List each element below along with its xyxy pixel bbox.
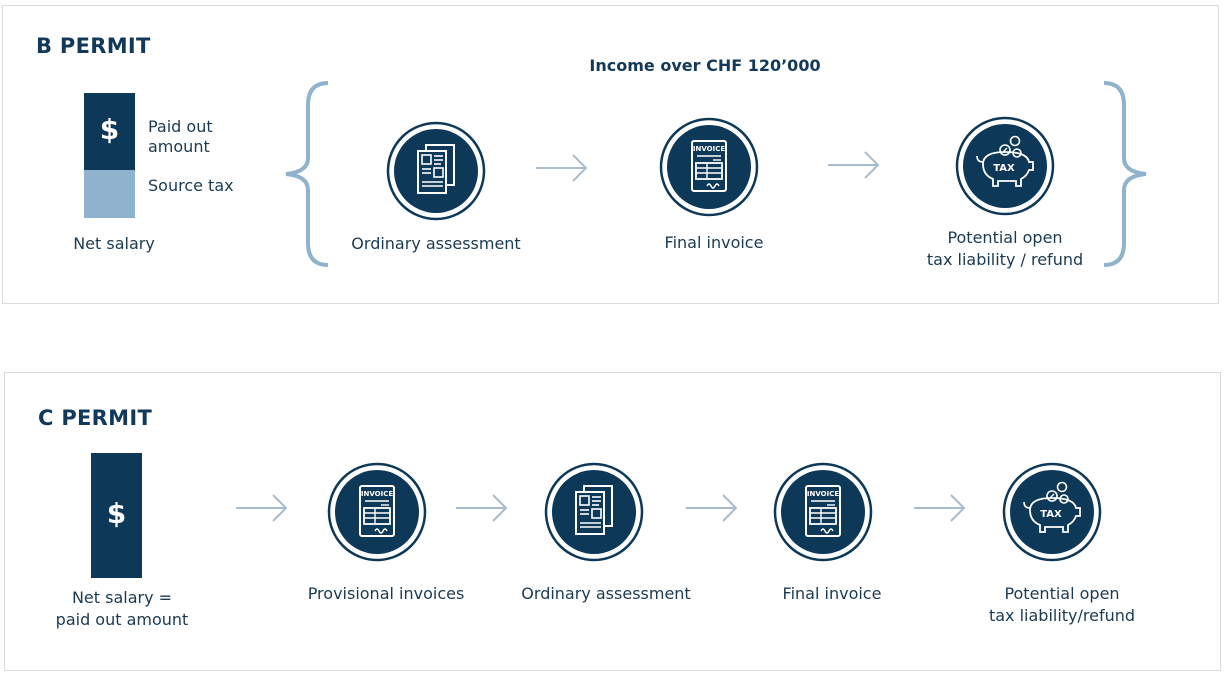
arrow-icon bbox=[828, 150, 880, 180]
right-brace bbox=[1103, 81, 1147, 267]
b-step-potential-liability: Potential open tax liability / refund bbox=[926, 228, 1084, 269]
invoice-icon bbox=[773, 462, 873, 562]
source-tax-label: Source tax bbox=[148, 176, 234, 195]
c-step-provisional-invoices: Provisional invoices bbox=[307, 584, 465, 603]
invoice-icon bbox=[659, 117, 759, 217]
net-salary-bar: $ bbox=[91, 453, 142, 578]
c-step-potential-liability: Potential open tax liability/refund bbox=[988, 584, 1136, 625]
document-icon bbox=[544, 462, 644, 562]
income-threshold-header: Income over CHF 120’000 bbox=[589, 56, 821, 75]
paid-out-bar-segment: $ bbox=[84, 93, 135, 170]
c-permit-title: C PERMIT bbox=[38, 406, 153, 430]
invoice-icon bbox=[327, 462, 427, 562]
net-salary-caption: Net salary = paid out amount bbox=[55, 588, 189, 629]
b-step-ordinary-assessment: Ordinary assessment bbox=[351, 234, 521, 253]
tax-piggy-bank-icon bbox=[955, 116, 1055, 216]
document-icon bbox=[386, 121, 486, 221]
arrow-icon bbox=[456, 493, 508, 523]
arrow-icon bbox=[536, 153, 588, 183]
arrow-icon bbox=[914, 493, 966, 523]
dollar-icon: $ bbox=[99, 113, 120, 146]
c-step-final-invoice: Final invoice bbox=[782, 584, 882, 603]
source-tax-bar-segment bbox=[84, 170, 135, 218]
paid-out-amount-label: Paid out amount bbox=[148, 117, 213, 156]
arrow-icon bbox=[236, 493, 288, 523]
tax-piggy-bank-icon bbox=[1002, 462, 1102, 562]
c-step-ordinary-assessment: Ordinary assessment bbox=[521, 584, 691, 603]
dollar-icon: $ bbox=[106, 497, 127, 530]
left-brace bbox=[285, 81, 329, 267]
b-permit-title: B PERMIT bbox=[36, 34, 151, 58]
net-salary-caption: Net salary bbox=[73, 234, 155, 253]
arrow-icon bbox=[686, 493, 738, 523]
b-step-final-invoice: Final invoice bbox=[664, 233, 764, 252]
